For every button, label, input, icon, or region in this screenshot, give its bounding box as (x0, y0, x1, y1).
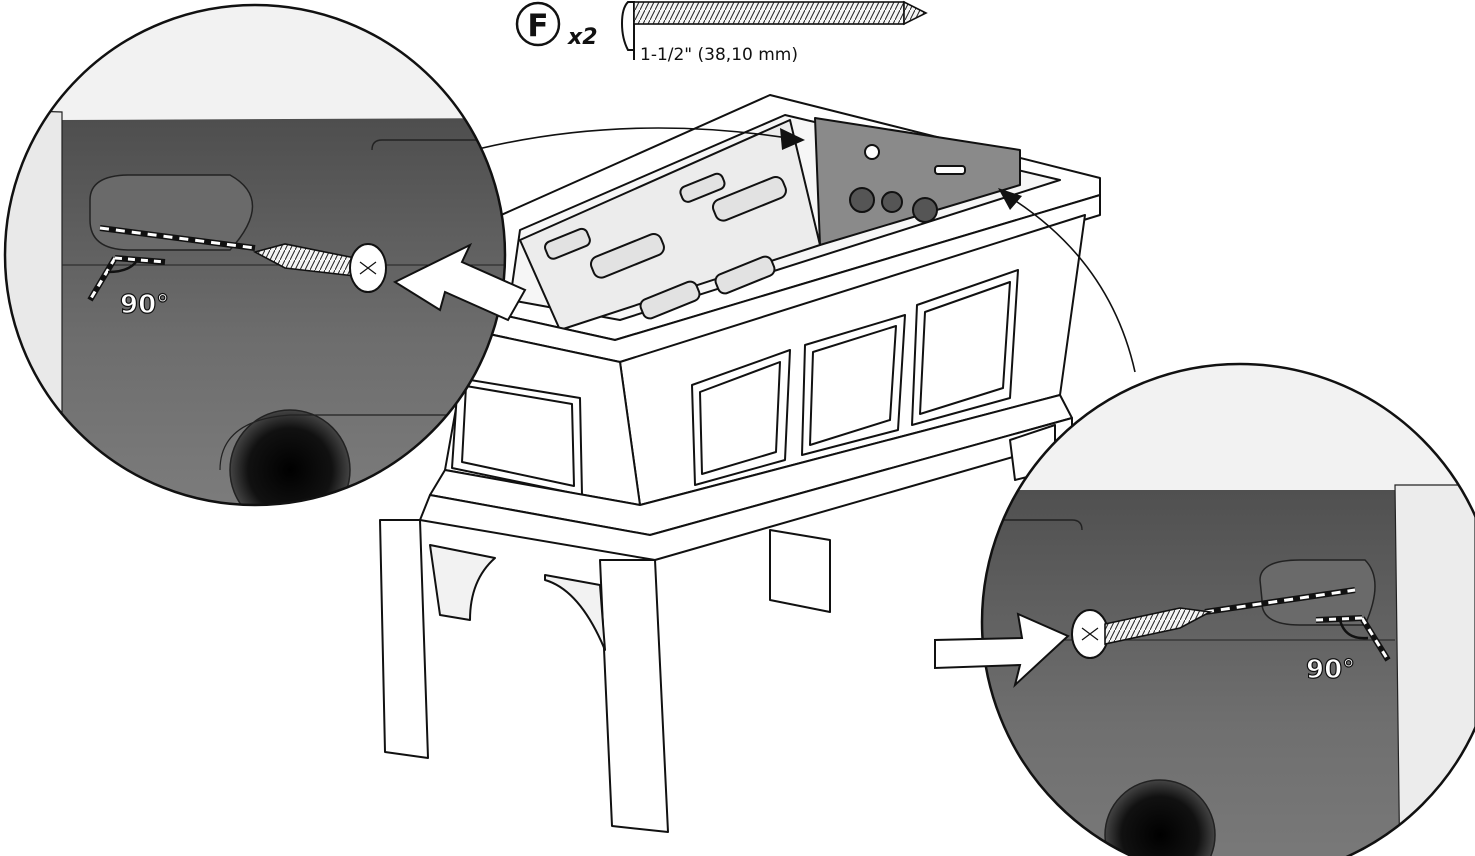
arrow-icon (934, 612, 1070, 689)
callout-leaders (454, 127, 1136, 373)
arrow-icon (392, 242, 527, 322)
planter-illustration (379, 94, 1101, 833)
screw-icon (621, 0, 928, 60)
front-left-leg (379, 519, 429, 759)
angle-label-right: 90° (1306, 655, 1355, 685)
front-right-leg (599, 559, 669, 833)
angle-marker-icon (87, 255, 166, 302)
part-letter: F (527, 8, 548, 44)
screw-icon (252, 243, 387, 293)
detail-circle-left: 90° (3, 3, 527, 507)
detail-circle-right: 90° (934, 362, 1475, 856)
arrow-icon (780, 128, 805, 150)
arch-bracket-front (544, 574, 606, 651)
inner-slots (544, 172, 938, 320)
screw-length-label: 1-1/2" (38,10 mm) (640, 45, 798, 65)
arch-bracket-left (429, 544, 496, 621)
part-quantity: x2 (567, 25, 598, 50)
screw-icon (1071, 607, 1213, 659)
angle-marker-icon (1315, 615, 1391, 662)
part-callout: F x2 1-1/2" (38,10 mm) (515, 0, 928, 65)
back-right-leg (769, 529, 831, 613)
part-letter-badge (515, 1, 561, 47)
angle-label-left: 90° (120, 290, 169, 320)
inner-screw-marker (864, 144, 966, 175)
arrow-icon (998, 188, 1022, 210)
